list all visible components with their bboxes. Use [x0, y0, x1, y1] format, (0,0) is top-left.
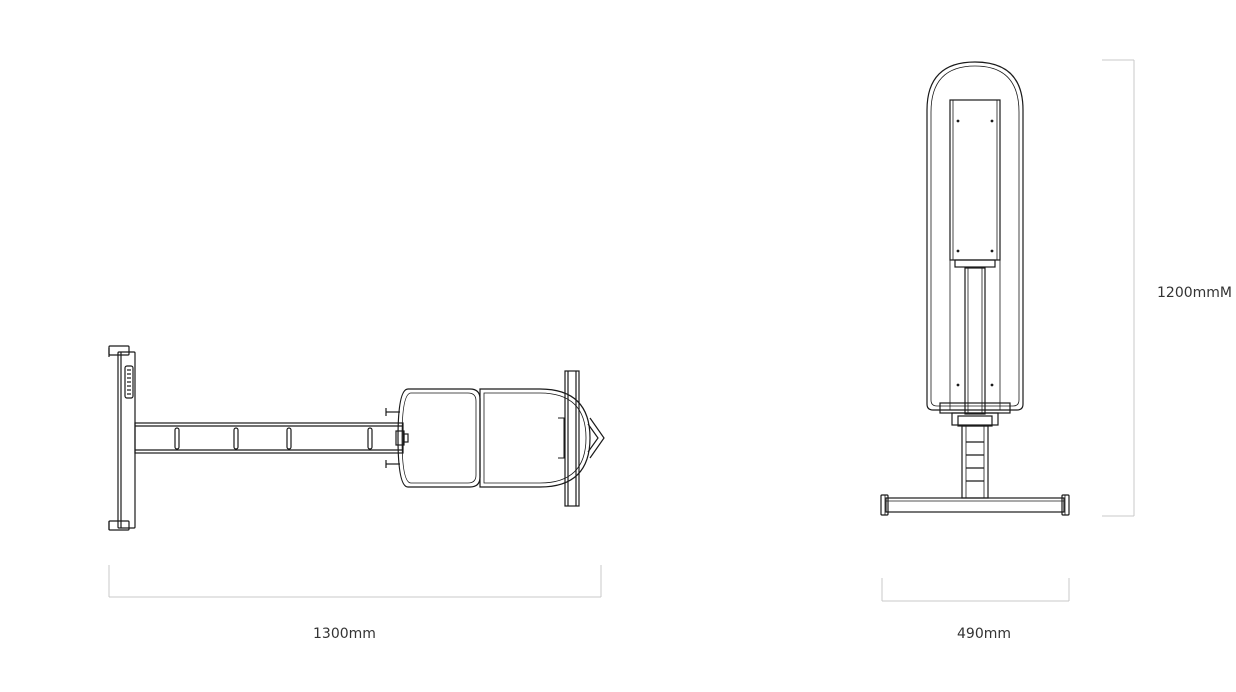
seat-pad-front	[397, 388, 481, 488]
grip-plate	[124, 365, 134, 399]
width-dimension-line	[108, 565, 602, 598]
foot-rail	[108, 345, 136, 531]
depth-dimension-line	[881, 578, 1070, 602]
panel-bolts	[956, 119, 994, 387]
seat-brackets	[385, 408, 409, 468]
front-arrow	[587, 417, 605, 459]
depth-dimension-label: 490mm	[957, 626, 1011, 642]
bench-top-view	[108, 345, 605, 531]
base-bar	[880, 494, 1070, 516]
lower-frame	[961, 425, 989, 499]
height-dimension-line	[1102, 59, 1135, 517]
seat-pad-back	[479, 388, 591, 488]
seat-mount	[939, 402, 1011, 427]
bench-front-view	[880, 61, 1070, 516]
upright-column	[949, 259, 1001, 415]
backrest-outer	[926, 61, 1024, 411]
height-dimension-label: 1200mmM	[1157, 285, 1232, 301]
backrest-panel	[949, 99, 1001, 261]
main-beam	[134, 422, 404, 454]
front-crossbar	[564, 370, 580, 507]
width-dimension-label: 1300mm	[313, 626, 376, 642]
